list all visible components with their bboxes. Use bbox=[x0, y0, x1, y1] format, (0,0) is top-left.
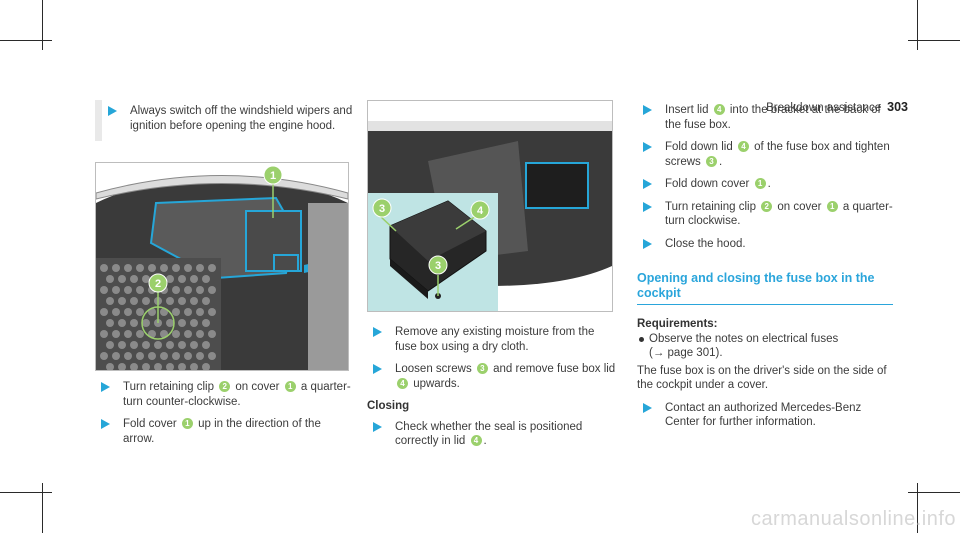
callout-badge: 3 bbox=[705, 155, 717, 167]
step-item: Loosen screws 3 and remove fuse box lid … bbox=[367, 362, 617, 391]
step-item: Fold cover 1 up in the direction of the … bbox=[95, 417, 353, 446]
step-arrow-icon bbox=[373, 421, 382, 432]
step-arrow-icon bbox=[643, 142, 652, 152]
watermark: carmanualsonline.info bbox=[750, 508, 956, 530]
column-1-steps: Turn retaining clip 2 on cover 1 a quart… bbox=[95, 380, 353, 454]
requirements-heading: Requirements: bbox=[637, 318, 718, 330]
crop-mark bbox=[908, 40, 960, 41]
page-number: 303 bbox=[887, 100, 908, 114]
step-item: Fold down cover 1. bbox=[637, 177, 893, 192]
warning-note: Always switch off the windshield wipers … bbox=[95, 100, 357, 141]
step-item: Turn retaining clip 2 on cover 1 a quart… bbox=[637, 200, 893, 229]
engine-bay-illustration: 1 2 bbox=[96, 163, 348, 370]
step-item: Fold down lid 4 of the fuse box and tigh… bbox=[637, 140, 893, 169]
paragraph: The fuse box is on the driver's side on … bbox=[637, 364, 887, 392]
callout-1: 1 bbox=[270, 170, 276, 182]
step-item: Turn retaining clip 2 on cover 1 a quart… bbox=[95, 380, 353, 409]
step-arrow-icon bbox=[643, 105, 652, 115]
step-item: Insert lid 4 into the bracket at the bac… bbox=[637, 103, 893, 132]
callout-badge: 1 bbox=[284, 381, 296, 392]
callout-badge: 4 bbox=[470, 435, 482, 446]
crop-mark bbox=[908, 492, 960, 493]
callout-2: 2 bbox=[155, 278, 161, 290]
step-item: Contact an authorized Mercedes-Benz Cent… bbox=[637, 401, 893, 430]
crop-mark bbox=[917, 0, 918, 50]
crop-mark bbox=[917, 483, 918, 533]
page-header: Breakdown assistance 303 bbox=[766, 100, 908, 114]
note-step: Always switch off the windshield wipers … bbox=[102, 104, 357, 133]
step-arrow-icon bbox=[373, 364, 382, 374]
column-2-steps: Remove any existing moisture from the fu… bbox=[367, 325, 617, 457]
step-arrow-icon bbox=[643, 201, 652, 212]
callout-4: 4 bbox=[477, 205, 484, 217]
crop-mark bbox=[42, 0, 43, 50]
step-item: Check whether the seal is positioned cor… bbox=[367, 420, 617, 449]
fuse-box-illustration: 3 4 3 bbox=[368, 101, 612, 311]
crop-mark bbox=[42, 483, 43, 533]
step-item: Remove any existing moisture from the fu… bbox=[367, 325, 617, 354]
requirement-item: Observe the notes on electrical fuses (→… bbox=[637, 332, 893, 361]
callout-badge: 4 bbox=[397, 377, 408, 389]
step-arrow-icon bbox=[373, 327, 382, 337]
step-arrow-icon bbox=[643, 402, 652, 413]
note-text: Always switch off the windshield wipers … bbox=[130, 105, 353, 132]
figure-engine-bay-cover: 1 2 bbox=[95, 162, 349, 371]
step-arrow-icon bbox=[108, 106, 117, 116]
step-arrow-icon bbox=[101, 419, 110, 429]
callout-badge: 3 bbox=[476, 363, 488, 374]
closing-heading: Closing bbox=[367, 400, 410, 412]
callout-3b: 3 bbox=[435, 260, 441, 272]
callout-badge: 4 bbox=[737, 141, 749, 152]
step-arrow-icon bbox=[643, 179, 652, 189]
callout-3: 3 bbox=[379, 203, 385, 215]
column-3: Insert lid 4 into the bracket at the bac… bbox=[637, 103, 893, 438]
section-name: Breakdown assistance bbox=[766, 102, 882, 114]
callout-badge: 4 bbox=[713, 104, 725, 115]
callout-badge: 1 bbox=[826, 200, 838, 212]
section-rule bbox=[637, 304, 893, 305]
figure-fuse-box-lid: 3 4 3 bbox=[367, 100, 613, 312]
callout-badge: 1 bbox=[181, 418, 193, 429]
section-title: Opening and closing the fuse box in the … bbox=[637, 271, 875, 300]
callout-badge: 2 bbox=[219, 381, 231, 392]
step-arrow-icon bbox=[101, 382, 110, 392]
crop-mark bbox=[0, 40, 52, 41]
crop-mark bbox=[0, 492, 52, 493]
callout-badge: 2 bbox=[761, 200, 773, 212]
bullet-icon bbox=[639, 336, 644, 342]
step-item: Close the hood. bbox=[637, 237, 893, 252]
callout-badge: 1 bbox=[754, 178, 766, 189]
step-arrow-icon bbox=[643, 238, 652, 249]
